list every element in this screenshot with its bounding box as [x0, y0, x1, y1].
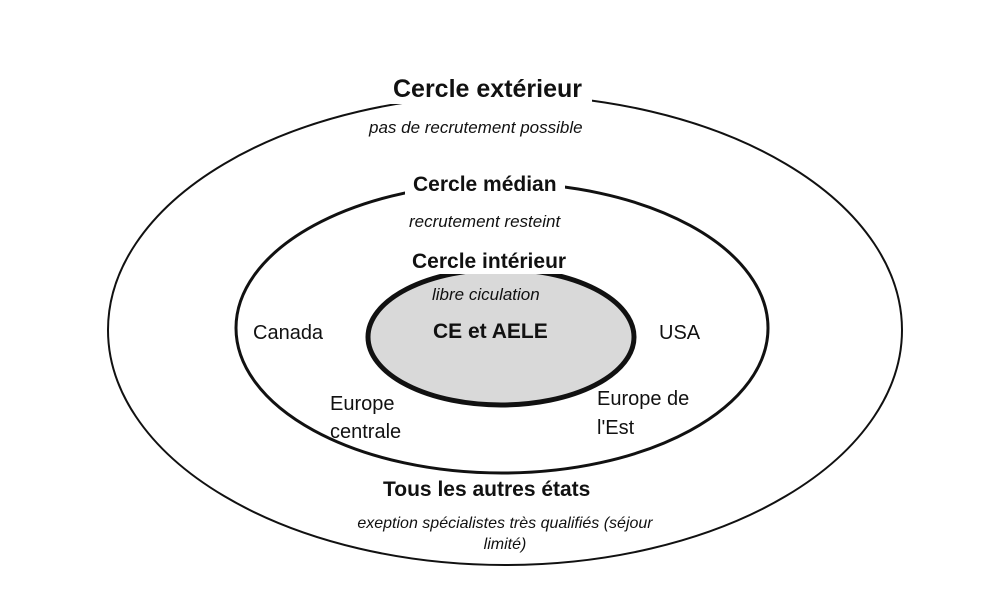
inner-circle-subtitle: libre ciculation: [432, 285, 540, 304]
inner-circle-core-label: CE et AELE: [433, 320, 548, 343]
middle-circle-subtitle: recrutement resteint: [409, 212, 561, 231]
outer-circle-title: Cercle extérieur: [383, 75, 593, 104]
region-label-europe-centrale: Europe centrale: [330, 393, 402, 443]
outer-circle-subtitle: pas de recrutement possible: [369, 118, 583, 137]
region-label-europe-est: Europe de l'Est: [597, 388, 690, 439]
bottom-title: Tous les autres états: [375, 478, 599, 503]
bottom-subtitle: exeption spécialistes très qualifiés (sé…: [357, 515, 653, 553]
region-label-usa: USA: [659, 322, 701, 344]
region-label-canada: Canada: [253, 322, 324, 344]
inner-circle-title: Cercle intérieur: [406, 250, 573, 275]
middle-circle-title: Cercle médian: [405, 173, 565, 198]
